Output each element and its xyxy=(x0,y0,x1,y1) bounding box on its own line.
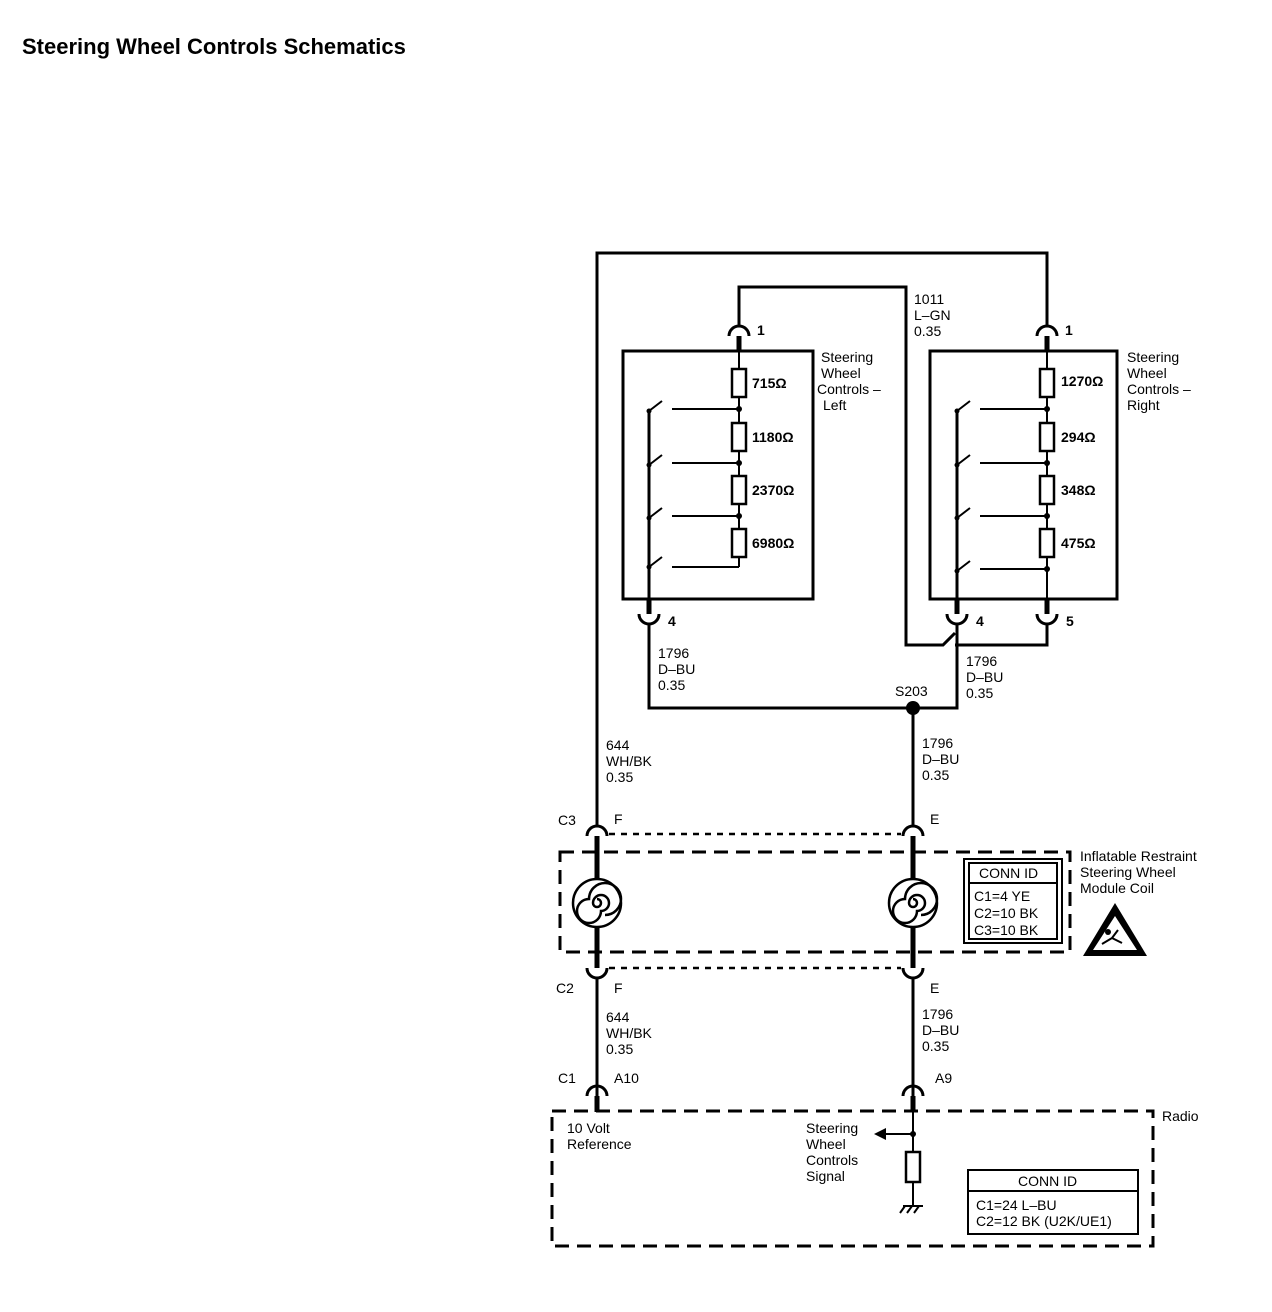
wire-644-loop xyxy=(595,251,1049,826)
right-resistor-1-label: 1270Ω xyxy=(1061,373,1103,389)
wire-644-lower-label-2: WH/BK xyxy=(606,1025,653,1041)
left-resistor-2-label: 1180Ω xyxy=(752,429,794,445)
inflatable-restraint-coil-module xyxy=(558,836,1147,968)
wire-1011-label-3: 0.35 xyxy=(914,323,941,339)
connector-c1 xyxy=(585,1084,925,1112)
left-module-name-2: Wheel xyxy=(821,365,861,381)
radio-signal-label-1: Steering xyxy=(806,1120,858,1136)
right-module-name-4: Right xyxy=(1127,397,1160,413)
coil-module-name-3: Module Coil xyxy=(1080,880,1154,896)
wire-644-upper-label-3: 0.35 xyxy=(606,769,633,785)
coil-conn-id-3: C3=10 BK xyxy=(974,922,1039,938)
connector-c1-label: C1 xyxy=(558,1070,576,1086)
wire-1796-right-label-3: 0.35 xyxy=(966,685,993,701)
wire-1011-label-1: 1011 xyxy=(914,291,944,307)
radio-module xyxy=(550,1109,1155,1248)
right-resistor-2-label: 294Ω xyxy=(1061,429,1096,445)
radio-conn-id-title: CONN ID xyxy=(1018,1173,1077,1189)
wire-1796-lower-label-1: 1796 xyxy=(922,1006,953,1022)
left-resistor-1-label: 715Ω xyxy=(752,375,787,391)
coil-conn-id-2: C2=10 BK xyxy=(974,905,1039,921)
radio-label: Radio xyxy=(1162,1108,1199,1124)
airbag-warning-icon xyxy=(1083,903,1147,956)
left-module-name-3: Controls – xyxy=(817,381,881,397)
wire-1011 xyxy=(737,285,957,647)
radio-signal-label-2: Wheel xyxy=(806,1136,846,1152)
radio-conn-id-1: C1=24 L–BU xyxy=(976,1197,1057,1213)
radio-signal-label-4: Signal xyxy=(806,1168,845,1184)
wire-1796-mid-label-1: 1796 xyxy=(922,735,953,751)
connector-c2 xyxy=(585,966,925,1096)
right-pin-4: 4 xyxy=(976,613,984,629)
clockspring-coil-icon xyxy=(571,877,623,929)
wire-1796-upper xyxy=(647,624,959,826)
connector-c2-label: C2 xyxy=(556,980,574,996)
wire-644-lower-label-3: 0.35 xyxy=(606,1041,633,1057)
left-resistor-4-label: 6980Ω xyxy=(752,535,794,551)
connector-c2-pin-f: F xyxy=(614,980,623,996)
clockspring-coil-icon xyxy=(887,877,939,929)
right-resistor-3-label: 348Ω xyxy=(1061,482,1096,498)
left-module-name-1: Steering xyxy=(821,349,873,365)
wire-1796-lower-label-3: 0.35 xyxy=(922,1038,949,1054)
wire-1796-left-label-1: 1796 xyxy=(658,645,689,661)
right-module-name-3: Controls – xyxy=(1127,381,1191,397)
wire-1796-left-label-3: 0.35 xyxy=(658,677,685,693)
wire-644-upper-label-2: WH/BK xyxy=(606,753,653,769)
left-pin-4: 4 xyxy=(668,613,676,629)
coil-module-name-2: Steering Wheel xyxy=(1080,864,1176,880)
coil-conn-id-title: CONN ID xyxy=(979,865,1038,881)
right-resistor-4-label: 475Ω xyxy=(1061,535,1096,551)
steering-wheel-controls-left xyxy=(621,324,815,626)
connector-c3 xyxy=(585,824,925,837)
wire-1796-right-label-1: 1796 xyxy=(966,653,997,669)
radio-conn-id-2: C2=12 BK (U2K/UE1) xyxy=(976,1213,1112,1229)
radio-ref-label-1: 10 Volt xyxy=(567,1120,610,1136)
wire-1796-mid-label-2: D–BU xyxy=(922,751,959,767)
wire-644-upper-label-1: 644 xyxy=(606,737,630,753)
wire-1796-mid-label-3: 0.35 xyxy=(922,767,949,783)
left-resistor-3-label: 2370Ω xyxy=(752,482,794,498)
connector-c3-pin-e: E xyxy=(930,811,939,827)
right-pin-1: 1 xyxy=(1065,322,1073,338)
right-module-name-2: Wheel xyxy=(1127,365,1167,381)
left-module-name-4: Left xyxy=(823,397,846,413)
ground-icon xyxy=(899,1205,923,1214)
wire-1796-lower-label-2: D–BU xyxy=(922,1022,959,1038)
connector-c3-pin-f: F xyxy=(614,811,623,827)
right-pin-5: 5 xyxy=(1066,613,1074,629)
splice-s203 xyxy=(906,701,920,715)
coil-module-name-1: Inflatable Restraint xyxy=(1080,848,1197,864)
radio-signal-label-3: Controls xyxy=(806,1152,858,1168)
connector-c3-label: C3 xyxy=(558,812,576,828)
wire-1796-left-label-2: D–BU xyxy=(658,661,695,677)
steering-wheel-controls-right xyxy=(928,324,1119,647)
wire-1011-label-2: L–GN xyxy=(914,307,951,323)
wire-644-lower-label-1: 644 xyxy=(606,1009,630,1025)
right-module-name-1: Steering xyxy=(1127,349,1179,365)
connector-c1-pin-a10: A10 xyxy=(614,1070,639,1086)
radio-ref-label-2: Reference xyxy=(567,1136,632,1152)
coil-conn-id-1: C1=4 YE xyxy=(974,888,1030,904)
connector-c1-pin-a9: A9 xyxy=(935,1070,952,1086)
connector-c2-pin-e: E xyxy=(930,980,939,996)
page-title: Steering Wheel Controls Schematics xyxy=(22,34,406,59)
left-pin-1: 1 xyxy=(757,322,765,338)
wire-1796-right-label-2: D–BU xyxy=(966,669,1003,685)
splice-s203-label: S203 xyxy=(895,683,928,699)
